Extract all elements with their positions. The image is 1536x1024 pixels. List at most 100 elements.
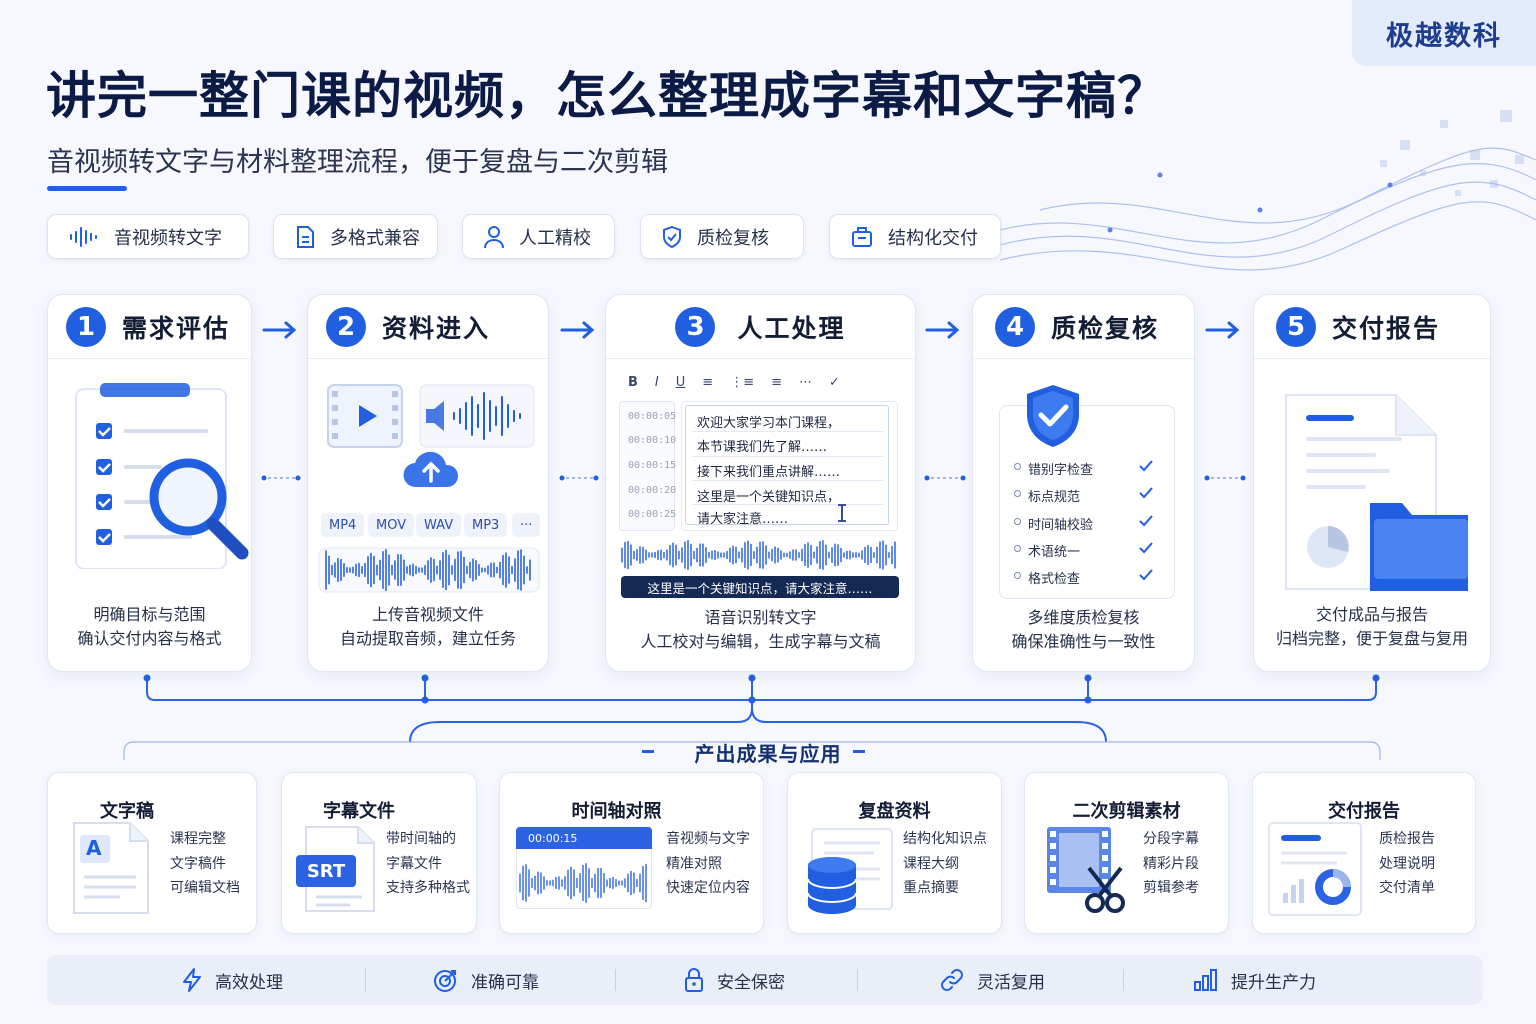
text-cursor-icon [838,504,846,522]
shield-check-icon [1027,385,1079,447]
format-tag: WAV [416,513,462,537]
transcript-active-line [685,405,889,525]
benefit-security: 安全保密 [683,955,785,1005]
timestamp: 00:00:10 [628,435,677,446]
output-desc-line: 重点摘要 [903,880,959,896]
indent-button[interactable]: ⋮≡ [730,375,755,390]
bullet-icon [1014,572,1021,579]
output-desc-line: 分段字幕 [1143,831,1199,847]
step-desc-line: 归档完整，便于复盘与复用 [1275,629,1468,648]
output-desc-line: 字幕文件 [386,855,442,872]
step-desc-line: 自动提取音频，建立任务 [339,629,516,648]
caption-text: 这里是一个关键知识点，请大家注意…… [647,580,873,596]
qa-check-item: 格式检查 [1028,572,1081,587]
step-desc-line: 上传音视频文件 [371,605,484,624]
align-button[interactable]: ≡ [702,375,714,390]
timestamp: 00:00:20 [628,485,677,496]
step-number: 1 [66,306,106,347]
caption-preview-bar: 这里是一个关键知识点，请大家注意…… [621,576,899,598]
timeline-time-badge: 00:00:15 [516,827,652,849]
feature-chip-qa: 质检复核 [640,214,804,259]
transcript-divider [693,456,883,457]
benefit-label: 提升生产力 [1231,972,1316,993]
output-card-timeline: 时间轴对照 00:00:15 音视频与文字精准对照快速定位内容 [499,772,764,934]
output-desc-line: 结构化知识点 [903,831,987,847]
audio-waveform-strip [621,539,896,571]
benefit-label: 准确可靠 [471,972,539,993]
waveform-strip [318,547,540,593]
underline-button[interactable]: U [675,375,686,390]
bullet-icon [1014,463,1021,470]
step-connectors [261,475,1246,481]
format-tag: MP3 [464,513,508,537]
qa-check-item: 时间轴校验 [1028,518,1094,533]
target-icon [434,970,456,992]
check-icon [1139,460,1153,472]
italic-button[interactable]: I [654,375,659,390]
confirm-button[interactable]: ✓ [829,375,840,390]
step-desc-line: 人工校对与编辑，生成字幕与文稿 [640,632,881,651]
audio-waveform-icon [419,384,535,448]
output-card-transcript: 文字稿 A 课程完整文字稿件可编辑文档 [47,772,257,934]
transcript-editor[interactable] [681,401,898,531]
format-tag: MOV [368,513,415,537]
step-desc-line: 语音识别转文字 [704,608,817,627]
output-desc: 音视频与文字精准对照快速定位内容 [666,827,750,901]
output-desc-line: 课程大纲 [903,855,959,872]
output-desc-line: 剪辑参考 [1143,880,1199,896]
output-desc: 带时间轴的字幕文件支持多种格式 [386,827,470,901]
check-icon [1139,542,1153,554]
output-desc-line: 音视频与文字 [666,831,750,847]
output-desc: 分段字幕精彩片段剪辑参考 [1143,827,1199,901]
output-desc-line: 文字稿件 [170,855,226,872]
arrow-right-icon [262,321,297,339]
video-file-icon [327,384,403,448]
output-title: 复盘资料 [858,801,931,822]
step-number: 3 [675,306,716,347]
transcript-line: 欢迎大家学习本门课程， [697,416,841,431]
benefit-divider [615,969,616,991]
qa-check-item: 标点规范 [1028,490,1081,505]
step-card-4: 4 质检复核 [972,294,1195,672]
step-title: 质检复核 [1051,313,1160,343]
output-card-editing: 二次剪辑素材 分段字幕精彩片段剪辑参考 [1024,772,1229,934]
more-button[interactable]: ⋯ [799,375,812,390]
timestamp: 00:00:05 [628,411,677,422]
transcript-line: 本节课我们先了解…… [697,440,828,455]
package-icon [852,226,872,247]
film-scissors-icon [1047,827,1125,913]
benefit-label: 安全保密 [717,972,785,993]
output-desc-line: 带时间轴的 [386,831,456,847]
background-wave-decoration [1000,110,1536,271]
feature-chip-label: 质检复核 [697,227,769,249]
step-title: 人工处理 [737,313,846,343]
benefit-divider [1123,969,1124,991]
output-desc-line: 质检报告 [1379,831,1435,847]
output-card-subtitles: 字幕文件 SRT 带时间轴的字幕文件支持多种格式 [281,772,477,934]
step-number: 5 [1276,306,1316,347]
feature-chip-label: 音视频转文字 [114,227,222,249]
output-desc-line: 处理说明 [1379,855,1435,872]
transcript-line: 这里是一个关键知识点， [697,490,841,505]
heading-dash-left [642,750,654,753]
check-icon [1139,487,1153,499]
qa-checklist-panel [999,405,1175,599]
arrow-right-icon [1205,321,1240,339]
format-tag: MP4 [321,513,365,537]
list-button[interactable]: ≡ [771,375,782,390]
transcript-divider [693,431,883,432]
user-icon [484,225,504,248]
cloud-upload-icon [403,451,459,488]
flow-converge-lines [123,674,1381,760]
step-desc-line: 明确目标与范围 [93,605,206,624]
benefit-divider [365,969,366,991]
outputs-heading: 产出成果与应用 [694,742,842,766]
step-desc-line: 确保准确性与一致性 [1011,632,1156,651]
editor-toolbar: B I U ≡ ⋮≡ ≡ ⋯ ✓ [628,375,840,390]
step-number: 4 [995,306,1035,347]
output-title: 时间轴对照 [571,801,662,822]
output-title: 交付报告 [1328,801,1400,822]
bold-button[interactable]: B [628,375,638,390]
